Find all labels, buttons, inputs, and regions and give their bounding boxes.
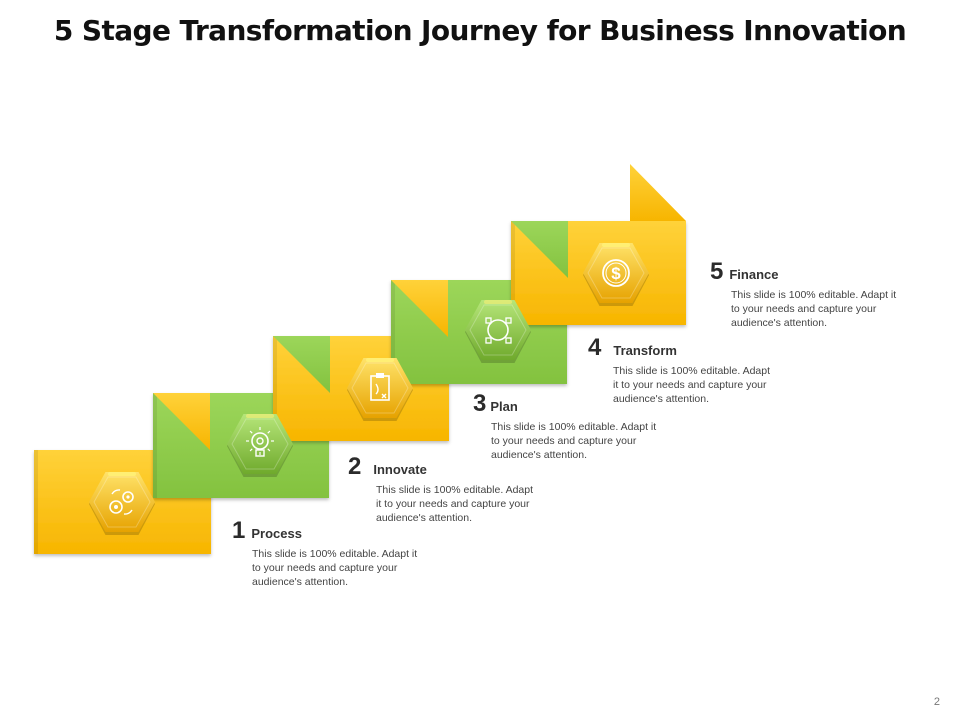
stage-description: This slide is 100% editable. Adapt it to… [613,365,771,405]
svg-text:$: $ [611,264,621,283]
stage-number: 3 [473,390,487,417]
stage-4-text: 4 Transform This slide is 100% editable.… [588,336,778,406]
stage-description: This slide is 100% editable. Adapt it to… [731,289,897,329]
cycle-icon [465,300,531,363]
stage-number: 2 [348,453,362,480]
dollar-icon: $ [583,243,649,306]
stage-label: Finance [729,267,779,282]
stage-number: 1 [232,517,246,544]
stage-number: 4 [588,334,602,361]
fold-flap [273,336,330,393]
stage-label: Innovate [373,462,427,477]
stage-description: This slide is 100% editable. Adapt it to… [491,421,657,461]
stage-5-text: 5 Finance This slide is 100% editable. A… [710,260,900,330]
page-number: 2 [933,696,940,708]
slide-title: 5 Stage Transformation Journey for Busin… [53,14,907,47]
fold-flap [511,221,568,278]
fold-flap [391,280,448,337]
stage-description: This slide is 100% editable. Adapt it to… [376,484,534,524]
clipboard-icon [347,358,413,421]
stage-3-text: 3 Plan This slide is 100% editable. Adap… [473,392,663,462]
stage-2-text: 2 Innovate This slide is 100% editable. … [348,455,538,525]
stage-label: Process [251,526,302,541]
stage-1-text: 1 Process This slide is 100% editable. A… [232,519,422,589]
gears-icon [89,472,155,535]
stage-label: Plan [490,399,518,414]
stage-description: This slide is 100% editable. Adapt it to… [252,548,418,588]
lightbulb-icon [227,414,293,477]
fold-flap [153,393,210,450]
top-flag [630,164,686,221]
stage-label: Transform [613,343,677,358]
stage-number: 5 [710,258,724,285]
